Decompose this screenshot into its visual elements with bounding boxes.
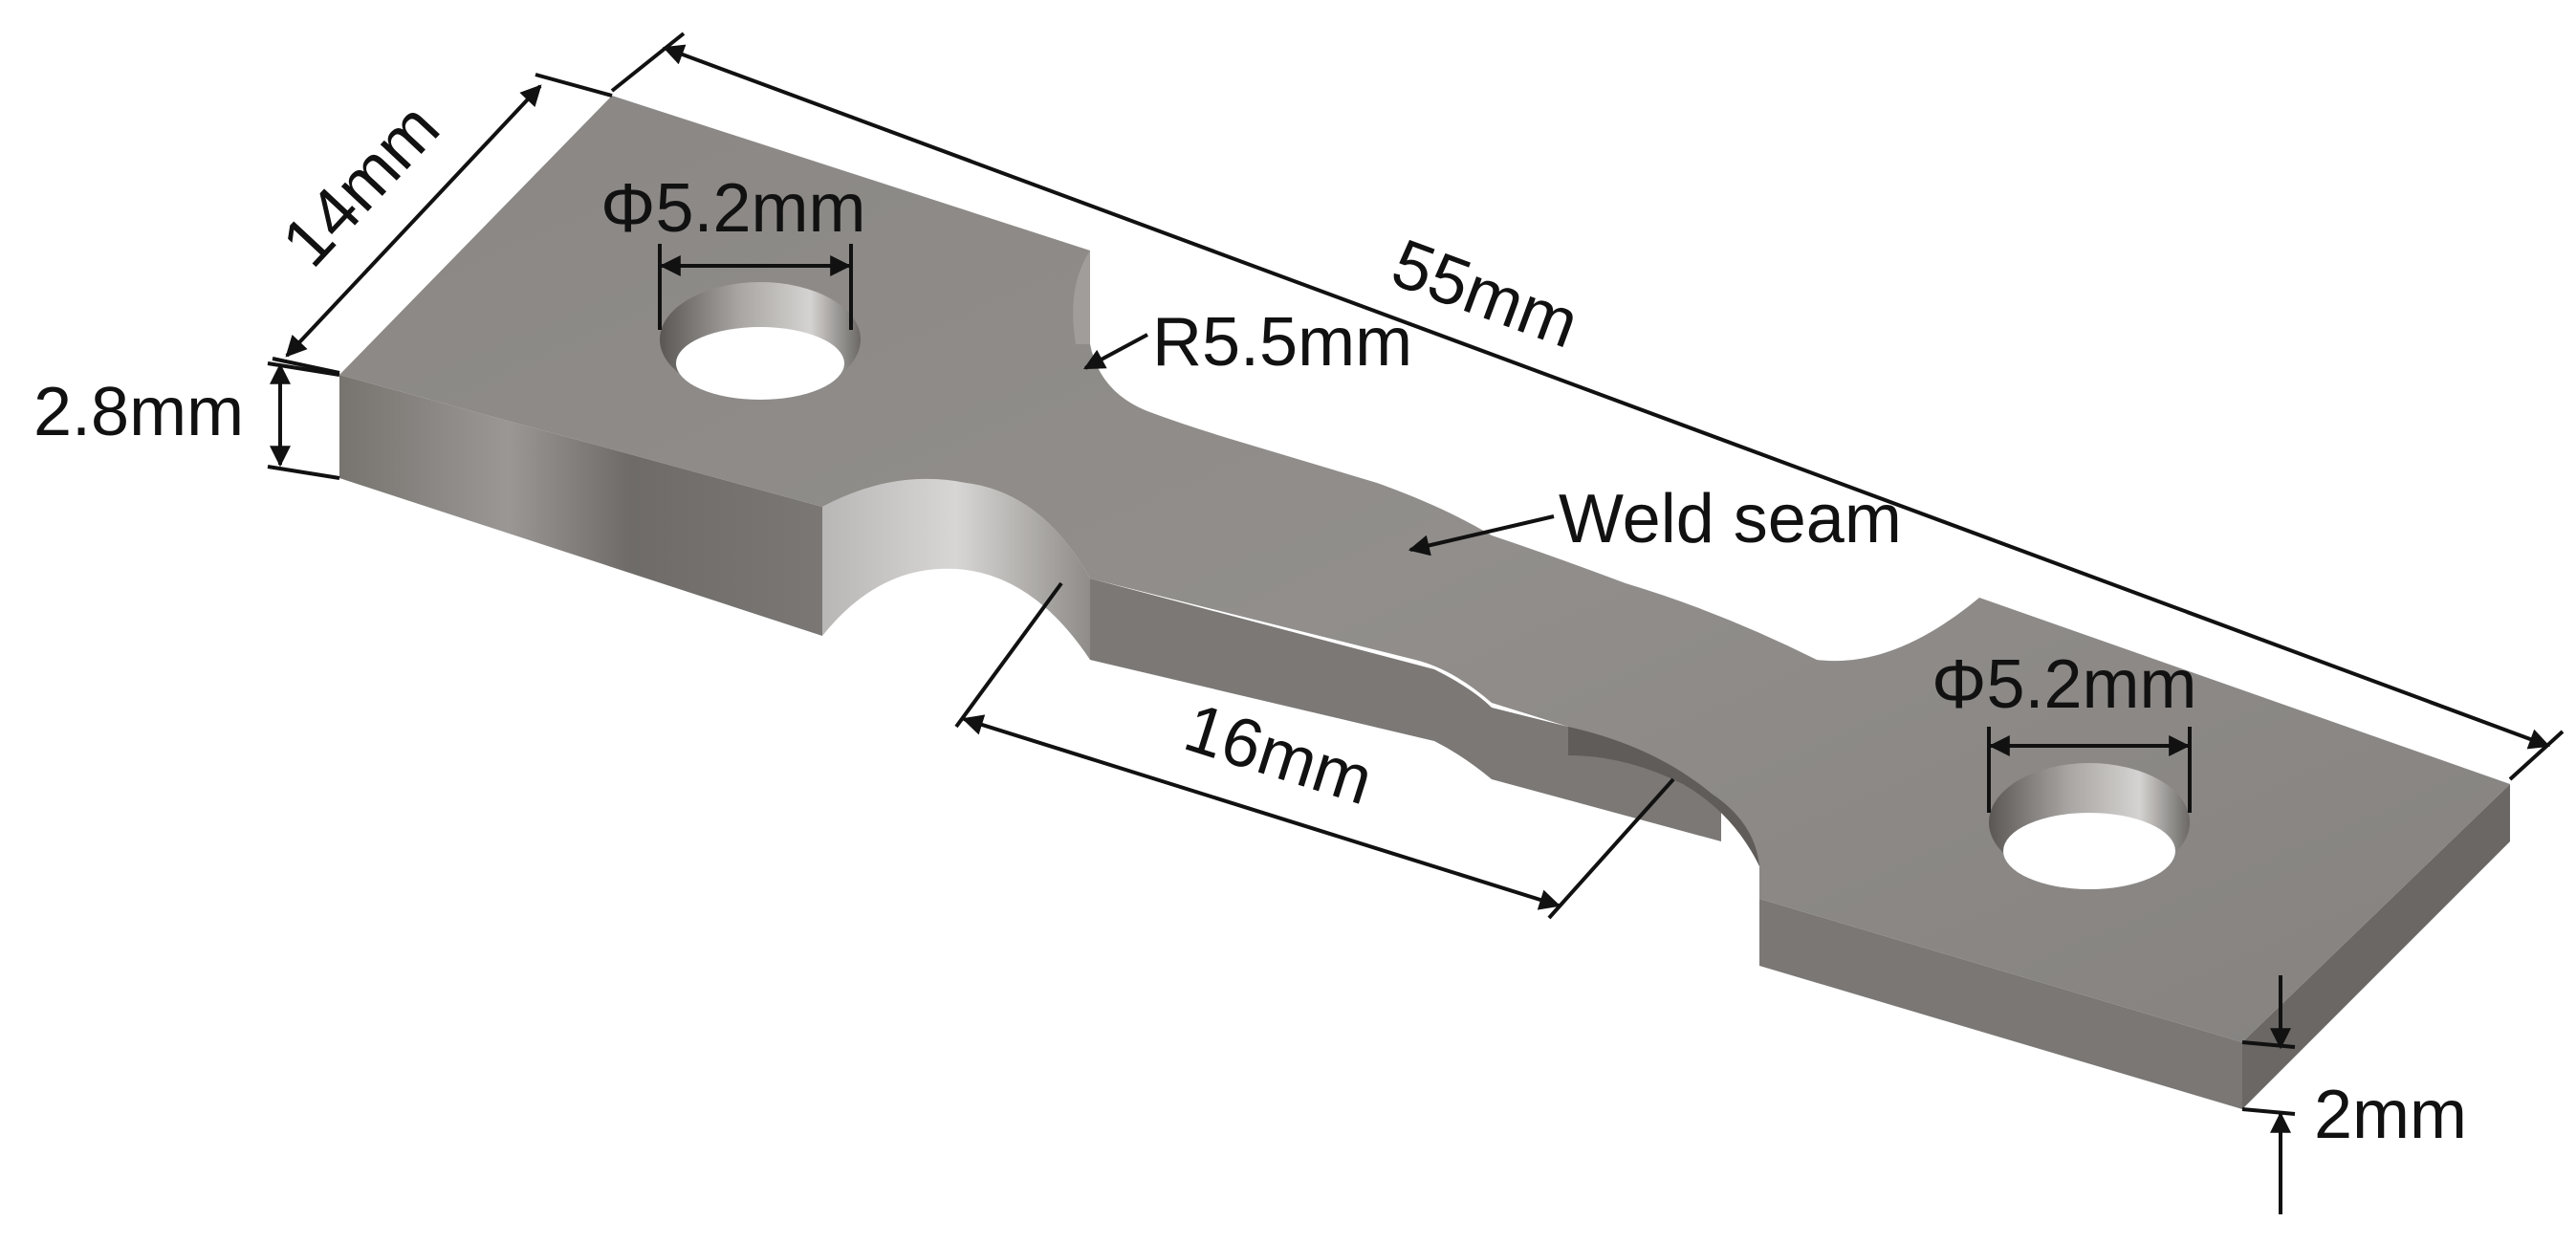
length-label: 55mm (1383, 225, 1588, 362)
hole-left-label: Φ5.2mm (600, 170, 866, 247)
gauge-extension-left (954, 581, 1063, 729)
dimension-lines (267, 32, 2565, 1214)
width-extension-top (535, 73, 613, 98)
right-tab-front-face (1759, 899, 2242, 1109)
length-extension-right (2508, 730, 2565, 781)
right-hole (1989, 763, 2190, 889)
gauge-dimension-line (961, 714, 1561, 910)
weld-label: Weld seam (1559, 481, 1902, 557)
right-fillet-face (1568, 712, 1774, 904)
thickness-right-extension-bottom (2241, 1107, 2296, 1116)
right-tab-side-face (2242, 784, 2510, 1109)
length-dimension-line (662, 44, 2551, 750)
weld-leader (1408, 514, 1555, 557)
fillet-leader (1083, 333, 1148, 370)
fillet-label: R5.5mm (1152, 304, 1412, 381)
width-extension-bottom (272, 357, 340, 375)
width-label: 14mm (268, 89, 454, 281)
thickness-right-label: 2mm (2314, 1077, 2467, 1153)
left-hole (660, 282, 861, 400)
length-extension-left (610, 32, 686, 93)
gauge-extension-right (1547, 777, 1675, 920)
hole-right-label: Φ5.2mm (1932, 646, 2197, 723)
width-dimension-line (285, 84, 542, 358)
thickness-left-label: 2.8mm (33, 374, 244, 450)
thickness-left-extension-bottom (267, 465, 340, 480)
